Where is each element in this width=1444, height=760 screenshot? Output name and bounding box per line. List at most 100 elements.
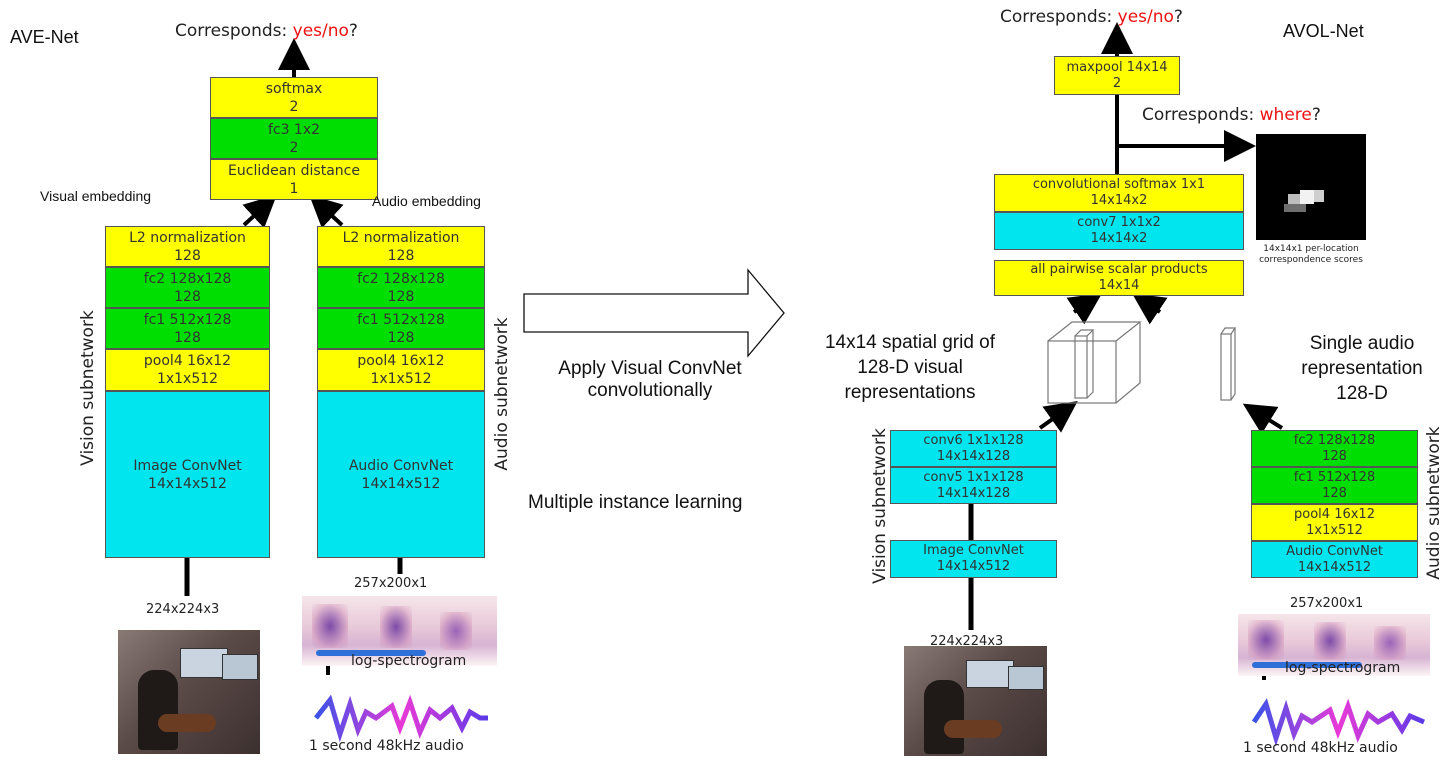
- layer-dim: 1x1x512: [370, 371, 432, 387]
- spectrogram-band: [380, 606, 412, 648]
- layer-name: fc2 128x128: [357, 270, 445, 287]
- corresponds-prefix: Corresponds:: [1000, 7, 1118, 27]
- layer-name: L2 normalization: [342, 229, 460, 246]
- layer-name: L2 normalization: [129, 229, 246, 246]
- where-suffix: ?: [1311, 105, 1321, 125]
- layer-dim: 2: [1112, 75, 1122, 91]
- spectrogram-band: [312, 604, 348, 648]
- caption-line: 14x14x1 per-location: [1263, 244, 1359, 254]
- corresponds-suffix: ?: [348, 21, 358, 41]
- layer-dim: 1x1x512: [1306, 522, 1363, 538]
- layer-name: Audio ConvNet: [348, 457, 454, 474]
- caption-line: Apply Visual ConvNet: [558, 358, 742, 379]
- monitor-screen: [1008, 666, 1044, 690]
- layer-name: Euclidean distance: [228, 162, 360, 179]
- ave-net-title: AVE-Net: [10, 27, 79, 47]
- spectrogram-band: [1314, 622, 1346, 660]
- visual-embedding-label: Visual embedding: [40, 188, 152, 204]
- guitar-shape: [944, 720, 1002, 738]
- spectrogram-image-right: [1238, 614, 1430, 676]
- layer-dim: 14x14x2: [1090, 193, 1148, 208]
- audio-input-dim-right: 257x200x1: [1290, 596, 1364, 611]
- apply-convnet-caption: Apply Visual ConvNet convolutionally: [520, 358, 780, 402]
- layer-name: fc2 128x128: [143, 270, 232, 287]
- spectrogram-image-left: [302, 596, 497, 666]
- layer-dim: 14x14x512: [361, 475, 441, 492]
- vision-subnetwork-label-right: Vision subnetwork: [870, 428, 890, 584]
- layer-name: pool4 16x12: [357, 353, 445, 369]
- corresponds-prefix: Corresponds:: [175, 21, 293, 41]
- layer-name: fc3 1x2: [267, 121, 321, 138]
- layer-name: fc1 512x128: [143, 311, 232, 328]
- audio-pool4-layer: pool4 16x12 1x1x512: [317, 349, 485, 391]
- correspondence-score-map: [1256, 134, 1366, 240]
- layer-dim: 128: [1322, 485, 1347, 501]
- layer-name: convolutional softmax 1x1: [1032, 177, 1206, 192]
- score-cell: [1300, 190, 1314, 204]
- where-answer: where: [1259, 105, 1312, 125]
- waveform-caption-right: 1 second 48kHz audio: [1243, 740, 1398, 756]
- arrow-audio-embedding: [309, 194, 344, 229]
- visual-grid-cube: [1047, 321, 1142, 404]
- layer-name: Image ConvNet: [923, 543, 1024, 558]
- layer-dim: 128: [174, 288, 201, 305]
- corresponds-label-left: Corresponds: yes/no?: [175, 21, 358, 41]
- score-cell: [1284, 204, 1306, 212]
- layer-dim: 128: [174, 329, 201, 346]
- waveform-caption-left: 1 second 48kHz audio: [309, 738, 464, 754]
- layer-dim: 128: [1322, 448, 1347, 464]
- layer-dim: 14x14x512: [148, 475, 227, 492]
- layer-dim: 14x14x128: [936, 448, 1011, 464]
- layer-name: Audio ConvNet: [1286, 543, 1383, 559]
- transition-arrow: [523, 268, 785, 358]
- layer-name: maxpool 14x14: [1066, 59, 1168, 75]
- person-silhouette: [924, 680, 964, 754]
- layer-dim: 2: [289, 98, 299, 115]
- spectrogram-band: [1248, 620, 1284, 660]
- caption-line: 128-D: [1336, 383, 1388, 404]
- caption-line: convolutionally: [587, 380, 713, 401]
- layer-dim: 14x14: [1098, 278, 1140, 293]
- arrow-visual-embedding: [242, 194, 277, 229]
- layer-dim: 128: [387, 329, 415, 346]
- layer-name: conv5 1x1x128: [923, 469, 1024, 485]
- guitarist-photo-right: [904, 646, 1047, 756]
- audio-input-dim-left: 257x200x1: [354, 576, 428, 591]
- spectrogram-band: [1374, 626, 1406, 660]
- caption-line: representation: [1301, 358, 1423, 379]
- monitor-screen: [966, 660, 1014, 688]
- layer-dim: 14x14x2: [1090, 231, 1148, 246]
- arrow-fc2-to-single: [1242, 403, 1284, 435]
- monitor-screen: [222, 654, 258, 680]
- caption-line: Single audio: [1309, 333, 1415, 354]
- score-map-caption: 14x14x1 per-location correspondence scor…: [1246, 244, 1376, 266]
- layer-name: conv7 1x1x2: [1077, 215, 1161, 230]
- layer-name: fc1 512x128: [1293, 469, 1376, 485]
- layer-dim: 128: [387, 288, 415, 305]
- layer-name: fc2 128x128: [1293, 432, 1376, 448]
- layer-dim: 14x14x128: [936, 485, 1011, 501]
- layer-dim: 14x14x512: [936, 559, 1011, 574]
- spatial-grid-caption: 14x14 spatial grid of 128-D visual repre…: [800, 330, 1020, 405]
- avol-net-title: AVOL-Net: [1283, 21, 1364, 41]
- layer-dim: 2: [289, 139, 299, 156]
- corresponds-suffix: ?: [1173, 7, 1183, 27]
- layer-name: softmax: [265, 80, 323, 97]
- layer-dim: 128: [387, 247, 415, 264]
- caption-line: correspondence scores: [1259, 255, 1363, 265]
